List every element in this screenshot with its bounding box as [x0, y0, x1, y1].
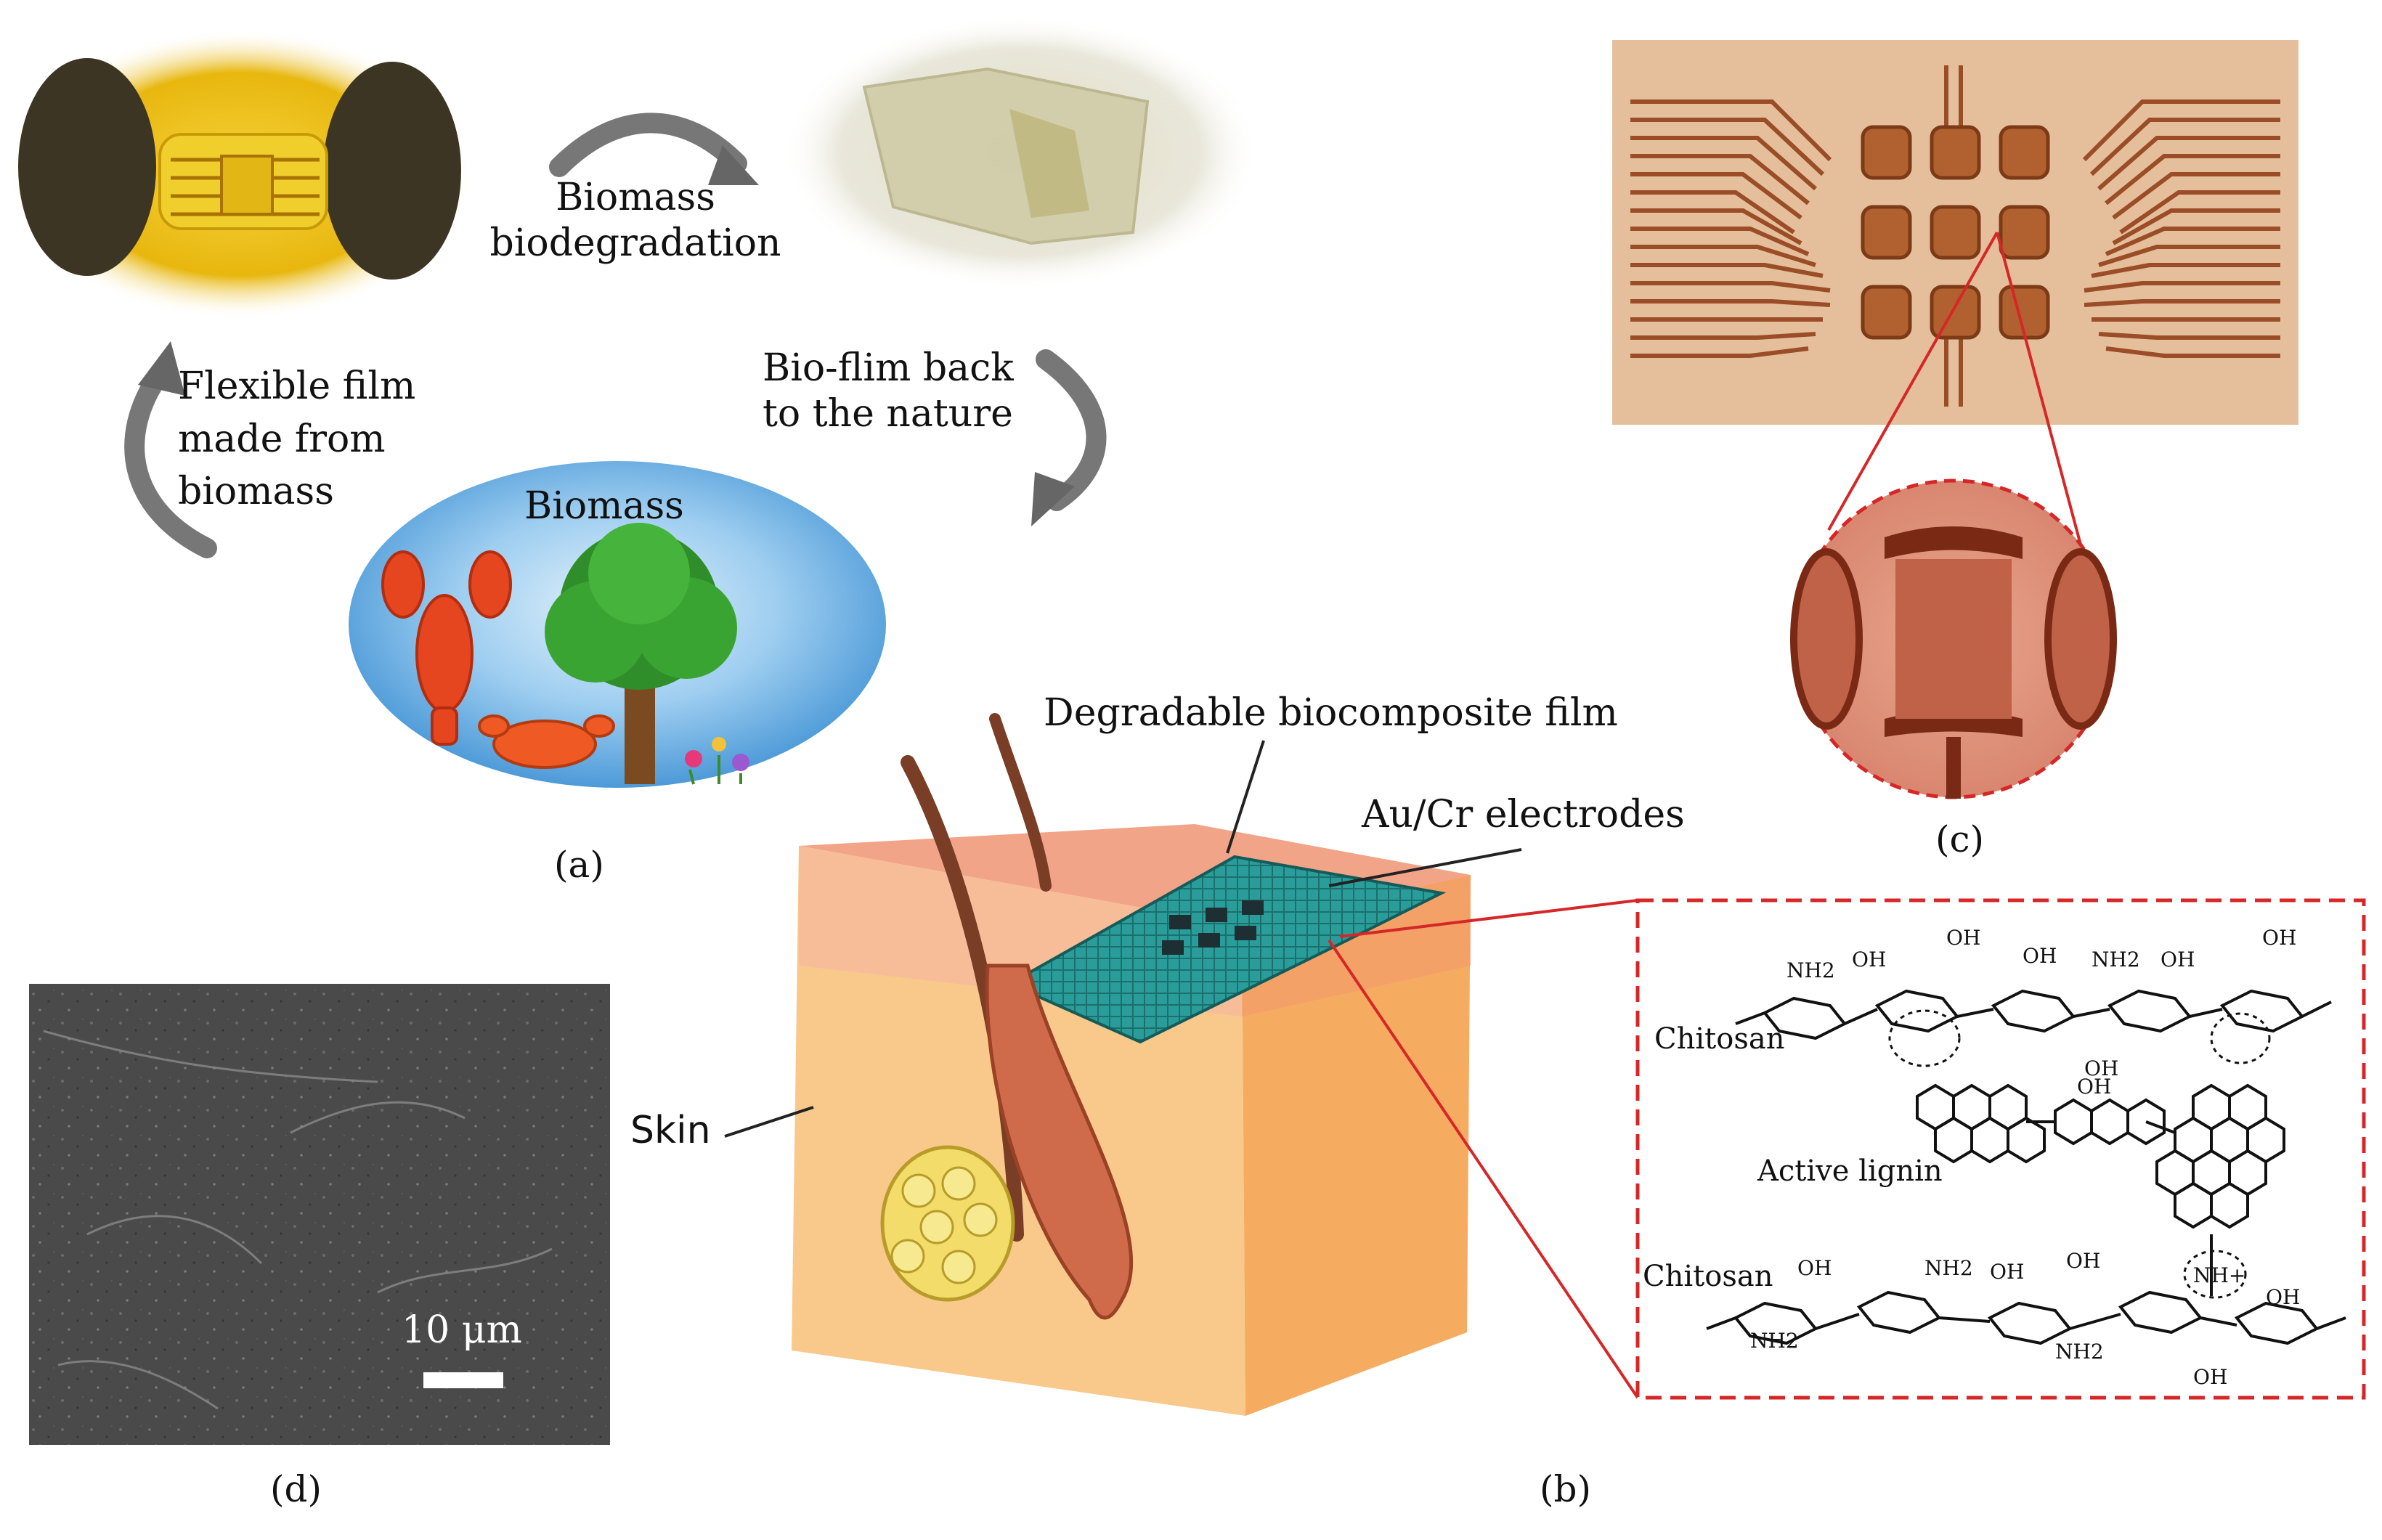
biomass-scene: [349, 461, 886, 788]
active-lignin-label: Active lignin: [1757, 1154, 1943, 1188]
chem-oh-8: OH: [1797, 1256, 1832, 1280]
tree-icon: [545, 523, 737, 784]
chem-oh-3: OH: [2023, 944, 2057, 968]
biomass-title: Biomass: [524, 484, 684, 528]
chem-oh-4: OH: [2161, 948, 2195, 971]
biocomposite-film: [1006, 855, 1447, 1044]
electrode-pads: [1861, 125, 2050, 340]
chem-zoom-top: [1339, 899, 1638, 938]
chem-oh-10: OH: [2066, 1249, 2101, 1273]
lobster-icon: [381, 550, 512, 746]
scale-bar-label: 10 μm: [402, 1308, 522, 1352]
flowers-icon: [685, 737, 749, 785]
chem-oh-7: OH: [2077, 1075, 2112, 1099]
chem-nh-plus: NH+: [2193, 1263, 2246, 1287]
interaction-circles: [1888, 1009, 2271, 1299]
flexible-film-photo: [7, 29, 472, 319]
flexible-film-line-3: biomass: [178, 470, 334, 514]
flexible-film-line-2: made from: [178, 417, 386, 461]
zoom-line-right: [1996, 232, 2097, 600]
back-to-nature-line-2: to the nature: [763, 391, 1013, 436]
panel-a-label: (a): [554, 844, 604, 886]
chem-nh2-5: NH2: [2055, 1340, 2104, 1364]
biodegradation-line-1: Biomass: [556, 176, 715, 219]
chitosan-chain-top: [1735, 989, 2332, 1040]
flexible-film-label: Flexible film made from biomass: [178, 367, 415, 512]
chem-nh2-2: NH2: [2092, 948, 2140, 971]
degradable-film-label: Degradable biocomposite film: [1044, 691, 1618, 735]
chem-nh2-1: NH2: [1786, 958, 1835, 982]
chem-oh-6: OH: [2084, 1056, 2119, 1080]
magnified-electrode: [1790, 478, 2117, 799]
lignin-structure: [1916, 1083, 2285, 1229]
skin-leader-line: [724, 1106, 814, 1138]
chitosan-top-label: Chitosan: [1654, 1022, 1785, 1056]
panel-d-label: (d): [270, 1468, 322, 1510]
biodegradation-label: Biomass biodegradation: [476, 178, 795, 263]
degraded-film-photo: [781, 15, 1260, 290]
chem-oh-9: OH: [1990, 1260, 2025, 1284]
arrow-degraded-to-biomass: [1036, 349, 1107, 511]
arrow-biomass-to-film: [124, 364, 217, 558]
electrodes-label: Au/Cr electrodes: [1362, 793, 1685, 836]
arrow-head-1: [708, 145, 759, 185]
arrow-head-2: [1031, 472, 1075, 526]
skin-label: Skin: [630, 1109, 711, 1152]
back-to-nature-label: Bio-flim back to the nature: [763, 349, 1014, 433]
chem-oh-11: OH: [2266, 1285, 2301, 1309]
chem-oh-2: OH: [1946, 926, 1981, 950]
chem-nh2-4: NH2: [1750, 1329, 1799, 1353]
electrode-leader-line: [1328, 848, 1522, 887]
panel-c: [1612, 40, 2298, 799]
chemistry-box: [1635, 898, 2366, 1400]
panel-c-label: (c): [1935, 818, 1985, 860]
hair-strand-2: [989, 713, 1052, 892]
chem-oh-1: OH: [1852, 948, 1887, 971]
arrow-head-3: [138, 341, 185, 396]
panel-a: [7, 15, 1260, 788]
scale-bar: [423, 1372, 503, 1388]
hair-follicle: [985, 963, 1134, 1320]
biodegradation-line-2: biodegradation: [489, 221, 781, 265]
panel-b-label: (b): [1540, 1468, 1592, 1510]
film-leader-line: [1226, 740, 1265, 854]
circuit-traces: [1630, 65, 2280, 407]
chem-nh2-3: NH2: [1924, 1256, 1973, 1280]
chem-zoom-bottom: [1328, 939, 1639, 1399]
flexible-film-line-1: Flexible film: [178, 364, 416, 408]
film-electrodes: [1162, 900, 1264, 955]
chem-oh-12: OH: [2193, 1365, 2228, 1389]
panel-d: [29, 984, 610, 1445]
crab-icon: [478, 714, 615, 769]
skin-side-face: [1242, 875, 1471, 1416]
chitosan-bottom-label: Chitosan: [1643, 1260, 1773, 1293]
back-to-nature-line-1: Bio-flim back: [763, 346, 1014, 390]
chem-oh-5: OH: [2262, 926, 2297, 950]
hair-strand-1: [901, 755, 1024, 1242]
sem-image: [29, 984, 610, 1445]
panel-b: [724, 713, 1639, 1416]
arrow-film-to-degraded: [549, 113, 747, 177]
chitosan-chain-bottom: [1706, 1234, 2346, 1345]
zoom-line-left: [1827, 232, 1999, 531]
sebaceous-gland: [880, 1145, 1015, 1302]
